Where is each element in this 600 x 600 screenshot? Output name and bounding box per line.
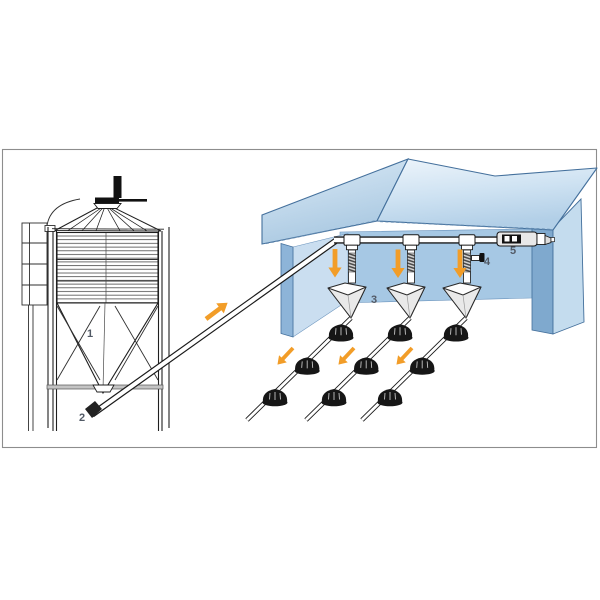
silo-outlet-flange — [92, 384, 115, 393]
callout-2-label: 2 — [79, 412, 85, 424]
silo-corrugated-body — [56, 231, 159, 304]
right-wall-outer-face — [552, 197, 585, 335]
drop-tube-1 — [348, 249, 356, 284]
drop-tube-2 — [407, 249, 415, 284]
roof-main-panel — [376, 158, 598, 231]
silo-legs — [47, 227, 170, 431]
silo-hopper-cone — [56, 302, 159, 395]
feed-control-unit — [496, 231, 555, 247]
silo-cone-seam — [102, 302, 106, 391]
t-fitting-1 — [343, 234, 361, 251]
silo-fill-pipe — [95, 176, 147, 203]
callout-4-label: 4 — [484, 256, 491, 268]
callout-1-label: 1 — [87, 328, 93, 340]
poultry-house — [261, 157, 598, 338]
drop-tube-3 — [463, 249, 471, 284]
roof-left-eave-corrugation — [265, 220, 376, 245]
silo-top-cap — [93, 203, 122, 209]
pan-feeder-lines — [245, 316, 469, 422]
t-fitting-2 — [402, 234, 420, 251]
silo-roof-cone — [51, 202, 165, 232]
silo-cross-braces — [56, 305, 159, 381]
roof-front-eave-corrugation — [379, 220, 552, 231]
ladder-hoop — [46, 198, 81, 227]
auger-conveyor-tube — [85, 237, 339, 418]
feed-silo — [21, 176, 170, 431]
auger-intake-boot — [85, 401, 102, 418]
left-wall-front-edge — [280, 242, 294, 338]
callout-5-label: 5 — [510, 245, 516, 257]
t-fitting-3 — [458, 234, 476, 251]
silo-ladder-cage — [21, 198, 81, 431]
shut-off-valve — [471, 253, 485, 262]
callout-3-label: 3 — [371, 294, 377, 306]
